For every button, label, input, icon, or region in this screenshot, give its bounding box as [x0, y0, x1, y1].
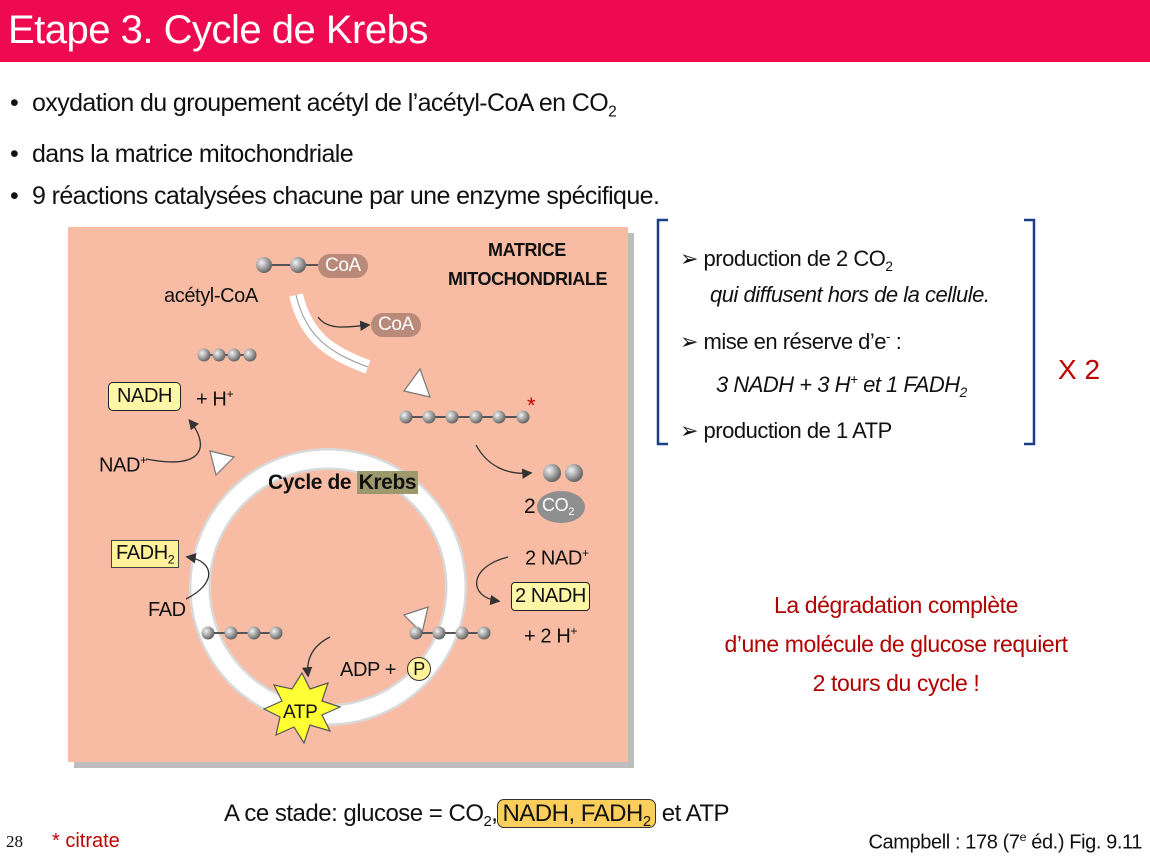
cycle-title: Cycle de Krebs	[268, 471, 419, 494]
summary-equation: A ce stade: glucose = CO2,NADH, FADH2 et…	[224, 799, 730, 831]
glucose-note: La dégradation complète d’une molécule d…	[724, 592, 1068, 696]
h-plus-label: + H+	[196, 387, 234, 411]
citrate-asterisk: *	[527, 393, 536, 418]
co2-coefficient: 2	[524, 495, 536, 518]
carbon-ball	[543, 464, 561, 482]
two-nadh-box: 2 NADH	[511, 582, 590, 611]
matrix-label: MITOCHONDRIALE	[448, 269, 608, 289]
page-number: 28	[6, 832, 23, 851]
reference: Campbell : 178 (7e éd.) Fig. 9.11	[868, 830, 1143, 854]
summary-detail: 3 NADH + 3 H+ et 1 FADH2	[716, 371, 967, 400]
fadh2-box: FADH2	[111, 540, 180, 569]
krebs-diagram: MATRICE MITOCHONDRIALE acétyl-CoA CoA Co…	[68, 227, 628, 762]
summary-item: ➢ production de 1 ATP	[680, 417, 892, 443]
atp-label: ATP	[283, 702, 318, 723]
four-carbon-chain-right	[409, 626, 491, 640]
citrate-chain	[399, 410, 530, 424]
left-bracket	[656, 218, 668, 446]
summary-detail: qui diffusent hors de la cellule.	[710, 281, 990, 307]
four-carbon-chain-left	[201, 626, 283, 640]
cycle-graphic	[145, 257, 585, 745]
co2-label: CO2	[542, 495, 575, 518]
summary-panel: ➢ production de 2 CO2 qui diffusent hors…	[680, 240, 990, 450]
entry-arrow-outline	[295, 294, 369, 368]
multiplier: X 2	[1058, 354, 1101, 385]
cycle-ring	[191, 450, 465, 724]
acetyl-coa-label: acétyl-CoA	[164, 285, 258, 307]
nad-plus-label: NAD+	[99, 453, 147, 477]
fad-label: FAD	[148, 599, 186, 621]
plus-two-h-label: + 2 H+	[524, 624, 578, 648]
bullet-item: •dans la matrice mitochondriale	[10, 140, 354, 169]
citrate-footnote: * citrate	[52, 830, 120, 852]
coa-pill: CoA	[371, 313, 421, 337]
ring-arrow-top	[402, 367, 431, 398]
right-bracket	[1024, 218, 1036, 446]
entry-arrow	[289, 293, 371, 374]
highlight-box: NADH, FADH2	[497, 799, 656, 830]
carbon-ball	[565, 464, 583, 482]
summary-brackets	[656, 218, 1036, 446]
summary-item: ➢ mise en réserve d’e- :	[680, 328, 902, 354]
bullet-item: •oxydation du groupement acétyl de l’acé…	[10, 89, 617, 121]
bullet-list: •oxydation du groupement acétyl de l’acé…	[10, 82, 660, 217]
ring-arrow-bottom-right	[402, 606, 429, 635]
four-carbon-chain-top	[197, 348, 257, 362]
carbon-ball	[290, 257, 306, 273]
two-nad-plus-label: 2 NAD+	[525, 546, 589, 570]
bullet-item: •9 réactions catalysées chacune par une …	[10, 182, 660, 211]
title-bar	[0, 0, 1150, 62]
atp-burst	[262, 671, 342, 745]
summary-item: ➢ production de 2 CO2	[680, 246, 893, 274]
phosphate-circle: P	[407, 657, 431, 681]
coa-pill: CoA	[318, 254, 368, 278]
slide-title: Etape 3. Cycle de Krebs	[8, 8, 428, 52]
ring-arrow-left	[209, 450, 236, 477]
carbon-ball	[256, 257, 272, 273]
nadh-box: NADH	[108, 382, 182, 411]
matrix-label: MATRICE	[488, 240, 566, 260]
co2-bubble	[537, 491, 585, 523]
adp-label: ADP +	[340, 659, 396, 681]
